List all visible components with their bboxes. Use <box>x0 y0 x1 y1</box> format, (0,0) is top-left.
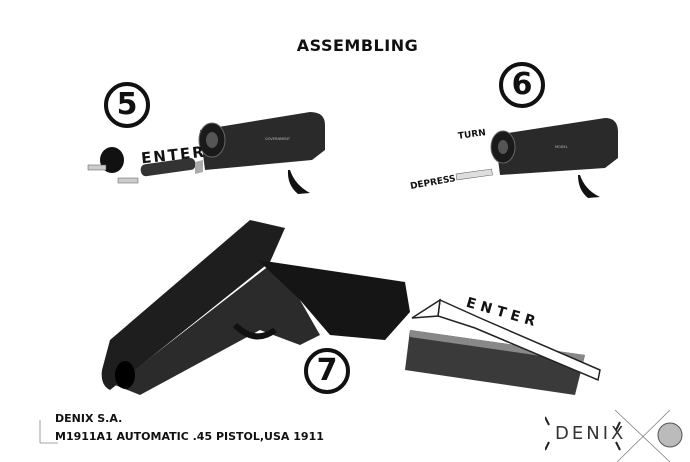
magazine-illustration <box>405 298 601 395</box>
page-title: ASSEMBLING <box>296 36 419 55</box>
step5-slide-illustration: GOVERNMENT <box>87 112 325 194</box>
footer-model: M1911A1 AUTOMATIC .45 PISTOL,USA 1911 <box>55 430 324 443</box>
logo-text: DENIX <box>555 423 627 444</box>
step-5-badge: 5 <box>104 82 150 128</box>
pistol-illustration <box>101 220 410 395</box>
engraving-text: MODEL <box>555 145 568 149</box>
step6-slide-illustration: MODEL <box>455 118 618 198</box>
denix-logo: DENIX <box>545 410 683 462</box>
logo-mark-icon <box>545 410 683 462</box>
engraving-text: GOVERNMENT <box>265 137 291 141</box>
footer-company: DENIX S.A. <box>55 412 123 425</box>
step-7-badge: 7 <box>304 348 350 394</box>
step-6-badge: 6 <box>499 62 545 108</box>
